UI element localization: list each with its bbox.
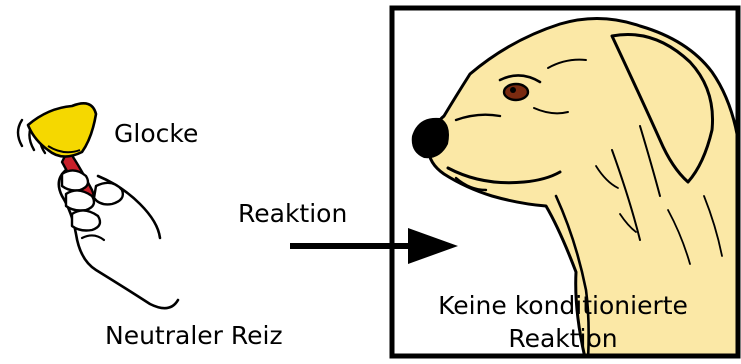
dog-panel-frame [389, 5, 741, 359]
dog-panel [389, 5, 741, 359]
dog-head-icon [411, 17, 738, 356]
bell-label: Glocke [114, 119, 199, 148]
hand-ringing-bell-icon [26, 102, 180, 310]
stimulus-type-label: Neutraler Reiz [105, 321, 283, 350]
arrow-right-icon [290, 228, 458, 264]
response-label: Keine konditionierte Reaktion [438, 291, 688, 353]
arrow-label: Reaktion [238, 199, 348, 228]
